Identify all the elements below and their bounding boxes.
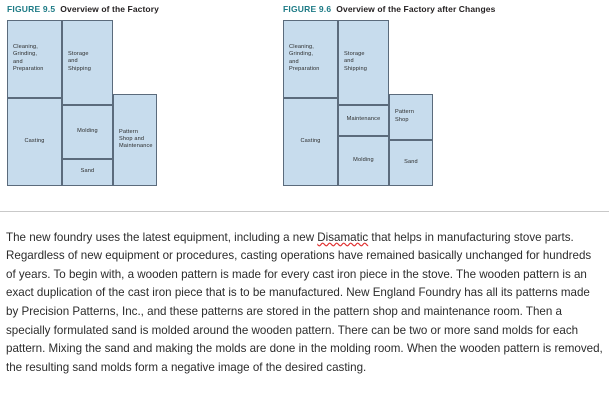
block-pattern-shop: Pattern Shop — [389, 93, 433, 140]
figure-9-6-title: Overview of the Factory after Changes — [336, 4, 496, 14]
spellcheck-word[interactable]: Disamatic — [317, 230, 369, 244]
block-casting: Casting — [283, 97, 338, 186]
figures-area: FIGURE 9.5 Overview of the Factory Cleani… — [7, 0, 583, 192]
block-cleaning-grinding-preparation: Cleaning, Grinding, and Preparation — [7, 19, 62, 98]
block-label: Sand — [80, 168, 95, 175]
block-sand: Sand — [62, 158, 113, 186]
figure-9-5-title: Overview of the Factory — [60, 4, 159, 14]
block-label: Molding — [353, 156, 374, 163]
figure-9-5-number: FIGURE 9.5 — [7, 4, 56, 14]
horizontal-rule — [0, 211, 609, 212]
figure-9-6-number: FIGURE 9.6 — [283, 4, 332, 14]
block-label: Casting — [24, 137, 45, 144]
block-label: Casting — [300, 137, 321, 144]
block-maintenance: Maintenance — [338, 104, 389, 136]
figure-9-6: FIGURE 9.6 Overview of the Factory after … — [283, 0, 583, 192]
block-label: Cleaning, Grinding, and Preparation — [289, 44, 320, 72]
block-label: Storage and Shipping — [344, 51, 367, 72]
block-label: Pattern Shop and Maintenance — [119, 128, 153, 150]
block-pattern-shop-and-maintenance: Pattern Shop and Maintenance — [113, 93, 157, 186]
block-molding: Molding — [62, 104, 113, 159]
block-storage-and-shipping: Storage and Shipping — [338, 19, 389, 105]
block-cleaning-grinding-preparation: Cleaning, Grinding, and Preparation — [283, 19, 338, 98]
figure-9-6-caption: FIGURE 9.6 Overview of the Factory after … — [283, 0, 583, 16]
block-label: Sand — [404, 158, 418, 165]
block-label: Molding — [77, 127, 98, 134]
block-casting: Casting — [7, 97, 62, 186]
block-label: Cleaning, Grinding, and Preparation — [13, 44, 44, 72]
block-label: Maintenance — [346, 116, 381, 123]
block-label: Storage and Shipping — [68, 51, 91, 72]
body-paragraph: The new foundry uses the latest equipmen… — [6, 229, 603, 378]
figure-9-5-caption: FIGURE 9.5 Overview of the Factory — [7, 0, 267, 16]
block-sand: Sand — [389, 139, 433, 186]
block-storage-and-shipping: Storage and Shipping — [62, 19, 113, 105]
block-label: Pattern Shop — [395, 109, 415, 123]
body-text-part-1: The new foundry uses the latest equipmen… — [6, 230, 318, 244]
figure-9-5: FIGURE 9.5 Overview of the Factory Cleani… — [7, 0, 267, 192]
body-text-part-2: that helps in manufacturing stove parts.… — [6, 230, 603, 374]
figure-9-5-diagram: Cleaning, Grinding, and Preparation Stora… — [7, 19, 267, 192]
block-molding: Molding — [338, 135, 389, 186]
figure-9-6-diagram: Cleaning, Grinding, and Preparation Stora… — [283, 19, 583, 192]
